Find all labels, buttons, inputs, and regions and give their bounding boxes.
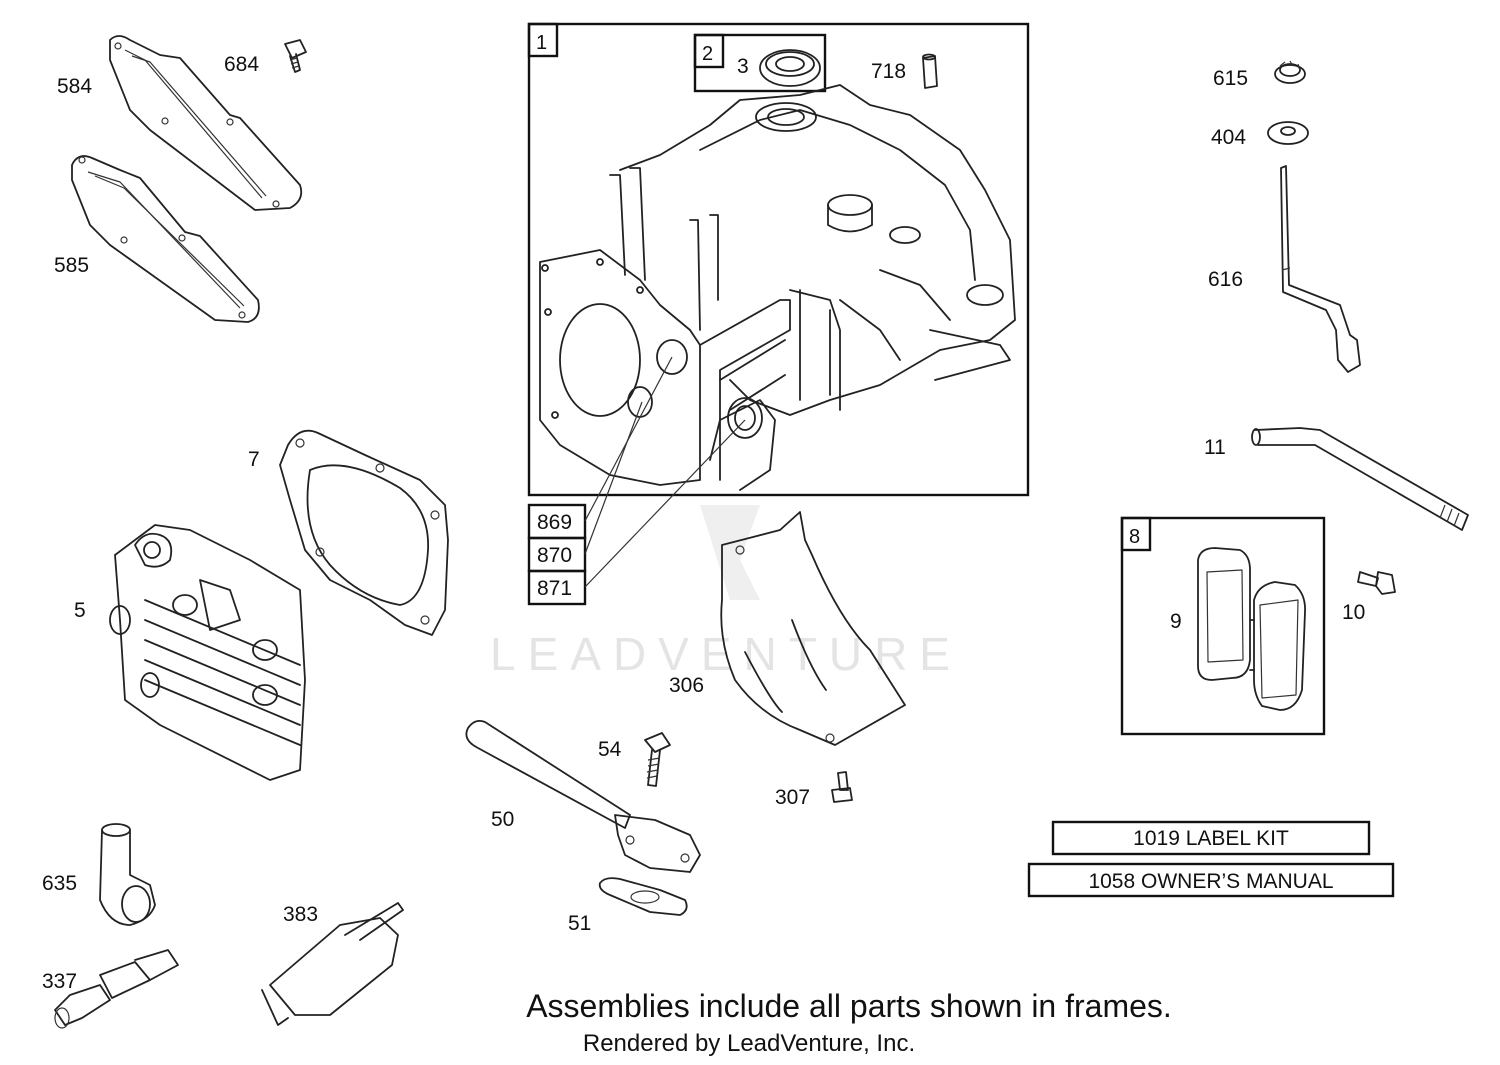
breather-cover[interactable] — [1249, 581, 1306, 711]
shield-306[interactable] — [720, 511, 906, 746]
gasket-51[interactable] — [598, 877, 688, 916]
callout-869-label: 869 — [537, 511, 572, 534]
frame-8: 8 — [1120, 516, 1326, 736]
label-616: 616 — [1208, 268, 1243, 291]
frame-1: 1 — [527, 22, 1030, 497]
label-5: 5 — [74, 599, 86, 622]
label-615: 615 — [1213, 67, 1248, 90]
owners-manual-box[interactable]: 1058 OWNER’S MANUAL — [1027, 862, 1395, 898]
label-635: 635 — [42, 872, 77, 895]
callout-871: 871 — [527, 569, 587, 606]
leader-lines — [584, 356, 746, 588]
cylinder-block[interactable] — [539, 84, 1016, 491]
label-54: 54 — [598, 738, 622, 761]
assembly-note: Assemblies include all parts shown in fr… — [526, 988, 1172, 1024]
bolt-307[interactable] — [831, 771, 853, 803]
head-gasket-7[interactable] — [279, 429, 449, 636]
label-9: 9 — [1170, 610, 1182, 633]
label-585: 585 — [54, 254, 89, 277]
gasket-584[interactable] — [109, 35, 303, 211]
label-kit-box[interactable]: 1019 LABEL KIT — [1051, 820, 1371, 856]
frame-2-label: 2 — [702, 43, 713, 65]
label-50: 50 — [491, 808, 514, 831]
label-718: 718 — [871, 60, 906, 83]
washer-404[interactable] — [1267, 121, 1309, 145]
label-404: 404 — [1211, 126, 1246, 149]
screw-10[interactable] — [1357, 571, 1396, 595]
frame-8-label: 8 — [1129, 526, 1140, 548]
owners-manual-text: 1058 OWNER’S MANUAL — [1088, 870, 1333, 893]
label-337: 337 — [42, 970, 77, 993]
lever-616[interactable] — [1280, 165, 1361, 373]
bolt-684[interactable] — [284, 39, 307, 73]
label-584: 584 — [57, 75, 92, 98]
callout-869: 869 — [527, 503, 587, 540]
callout-871-label: 871 — [537, 577, 572, 600]
watermark-logo-icon — [700, 505, 760, 600]
label-kit-text: 1019 LABEL KIT — [1133, 827, 1289, 850]
label-11: 11 — [1204, 436, 1226, 459]
label-3: 3 — [737, 55, 749, 78]
callout-870-label: 870 — [537, 544, 572, 567]
bolt-54[interactable] — [644, 732, 671, 787]
label-10: 10 — [1342, 601, 1365, 624]
label-306: 306 — [669, 674, 704, 697]
callout-870: 870 — [527, 536, 587, 573]
elbow-635[interactable] — [99, 823, 156, 926]
gasket-585[interactable] — [71, 155, 260, 323]
frame-2: 2 — [693, 33, 827, 93]
intake-tube-50[interactable] — [465, 719, 701, 873]
label-7: 7 — [248, 448, 260, 471]
oil-seal-3[interactable] — [759, 49, 821, 87]
dowel-pin-718[interactable] — [922, 53, 938, 89]
gasket-9[interactable] — [1197, 547, 1251, 681]
label-383: 383 — [283, 903, 318, 926]
label-684: 684 — [224, 53, 259, 76]
tool-383[interactable] — [261, 902, 404, 1026]
label-307: 307 — [775, 786, 810, 809]
render-credit: Rendered by LeadVenture, Inc. — [583, 1030, 915, 1057]
part-labels: 584 684 585 3 718 615 404 616 7 5 11 9 1… — [42, 53, 1365, 993]
nut-615[interactable] — [1274, 60, 1306, 84]
frame-1-label: 1 — [536, 32, 547, 54]
cylinder-head-5[interactable] — [109, 524, 306, 781]
dipstick-tube-11[interactable] — [1251, 427, 1469, 531]
spark-plug-337[interactable] — [54, 949, 179, 1029]
label-51: 51 — [568, 912, 591, 935]
